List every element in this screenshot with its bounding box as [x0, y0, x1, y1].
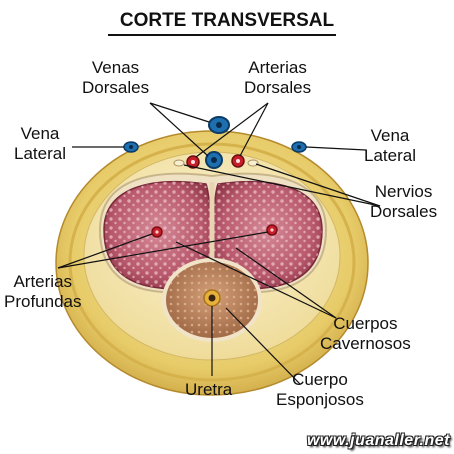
- leader-profundas-2: [57, 231, 269, 269]
- leader-nervios-2: [183, 164, 381, 207]
- leader-arterias-dorsales-1: [195, 102, 269, 158]
- dorsal-nerve-left: [173, 159, 185, 167]
- leader-arterias-dorsales-2: [239, 102, 269, 157]
- label-cuerpo-esponjoso: Cuerpo Esponjosos: [276, 370, 364, 409]
- label-arterias-profundas: Arterias Profundas: [4, 272, 82, 311]
- leader-profundas-1: [57, 233, 153, 269]
- leader-cavernosos-2: [175, 241, 337, 319]
- leader-vena-lateral-right: [305, 146, 367, 151]
- leader-cavernosos-1: [235, 247, 337, 319]
- leader-lines: [57, 102, 381, 385]
- diagram-title: CORTE TRANSVERSAL: [119, 10, 335, 31]
- label-uretra: Uretra: [185, 380, 233, 399]
- skin-inner-ring: [68, 142, 356, 382]
- label-nervios-dorsales: Nervios Dorsales: [370, 182, 438, 221]
- dorsal-nerve-right: [247, 159, 259, 167]
- label-venas-dorsales: Venas Dorsales: [82, 58, 150, 97]
- label-vena-lateral-left: Vena Lateral: [14, 124, 66, 163]
- title-underline: [108, 34, 336, 36]
- leader-venas-1: [149, 102, 210, 123]
- label-cuerpos-cavernosos: Cuerpos Cavernosos: [320, 314, 411, 353]
- watermark: www.juanaller.net: [306, 432, 450, 449]
- leader-nervios-1: [255, 163, 381, 207]
- label-arterias-dorsales: Arterias Dorsales: [244, 58, 312, 97]
- label-vena-lateral-right: Vena Lateral: [364, 126, 416, 165]
- leader-venas-2: [149, 102, 209, 157]
- leader-esponjoso: [225, 307, 301, 385]
